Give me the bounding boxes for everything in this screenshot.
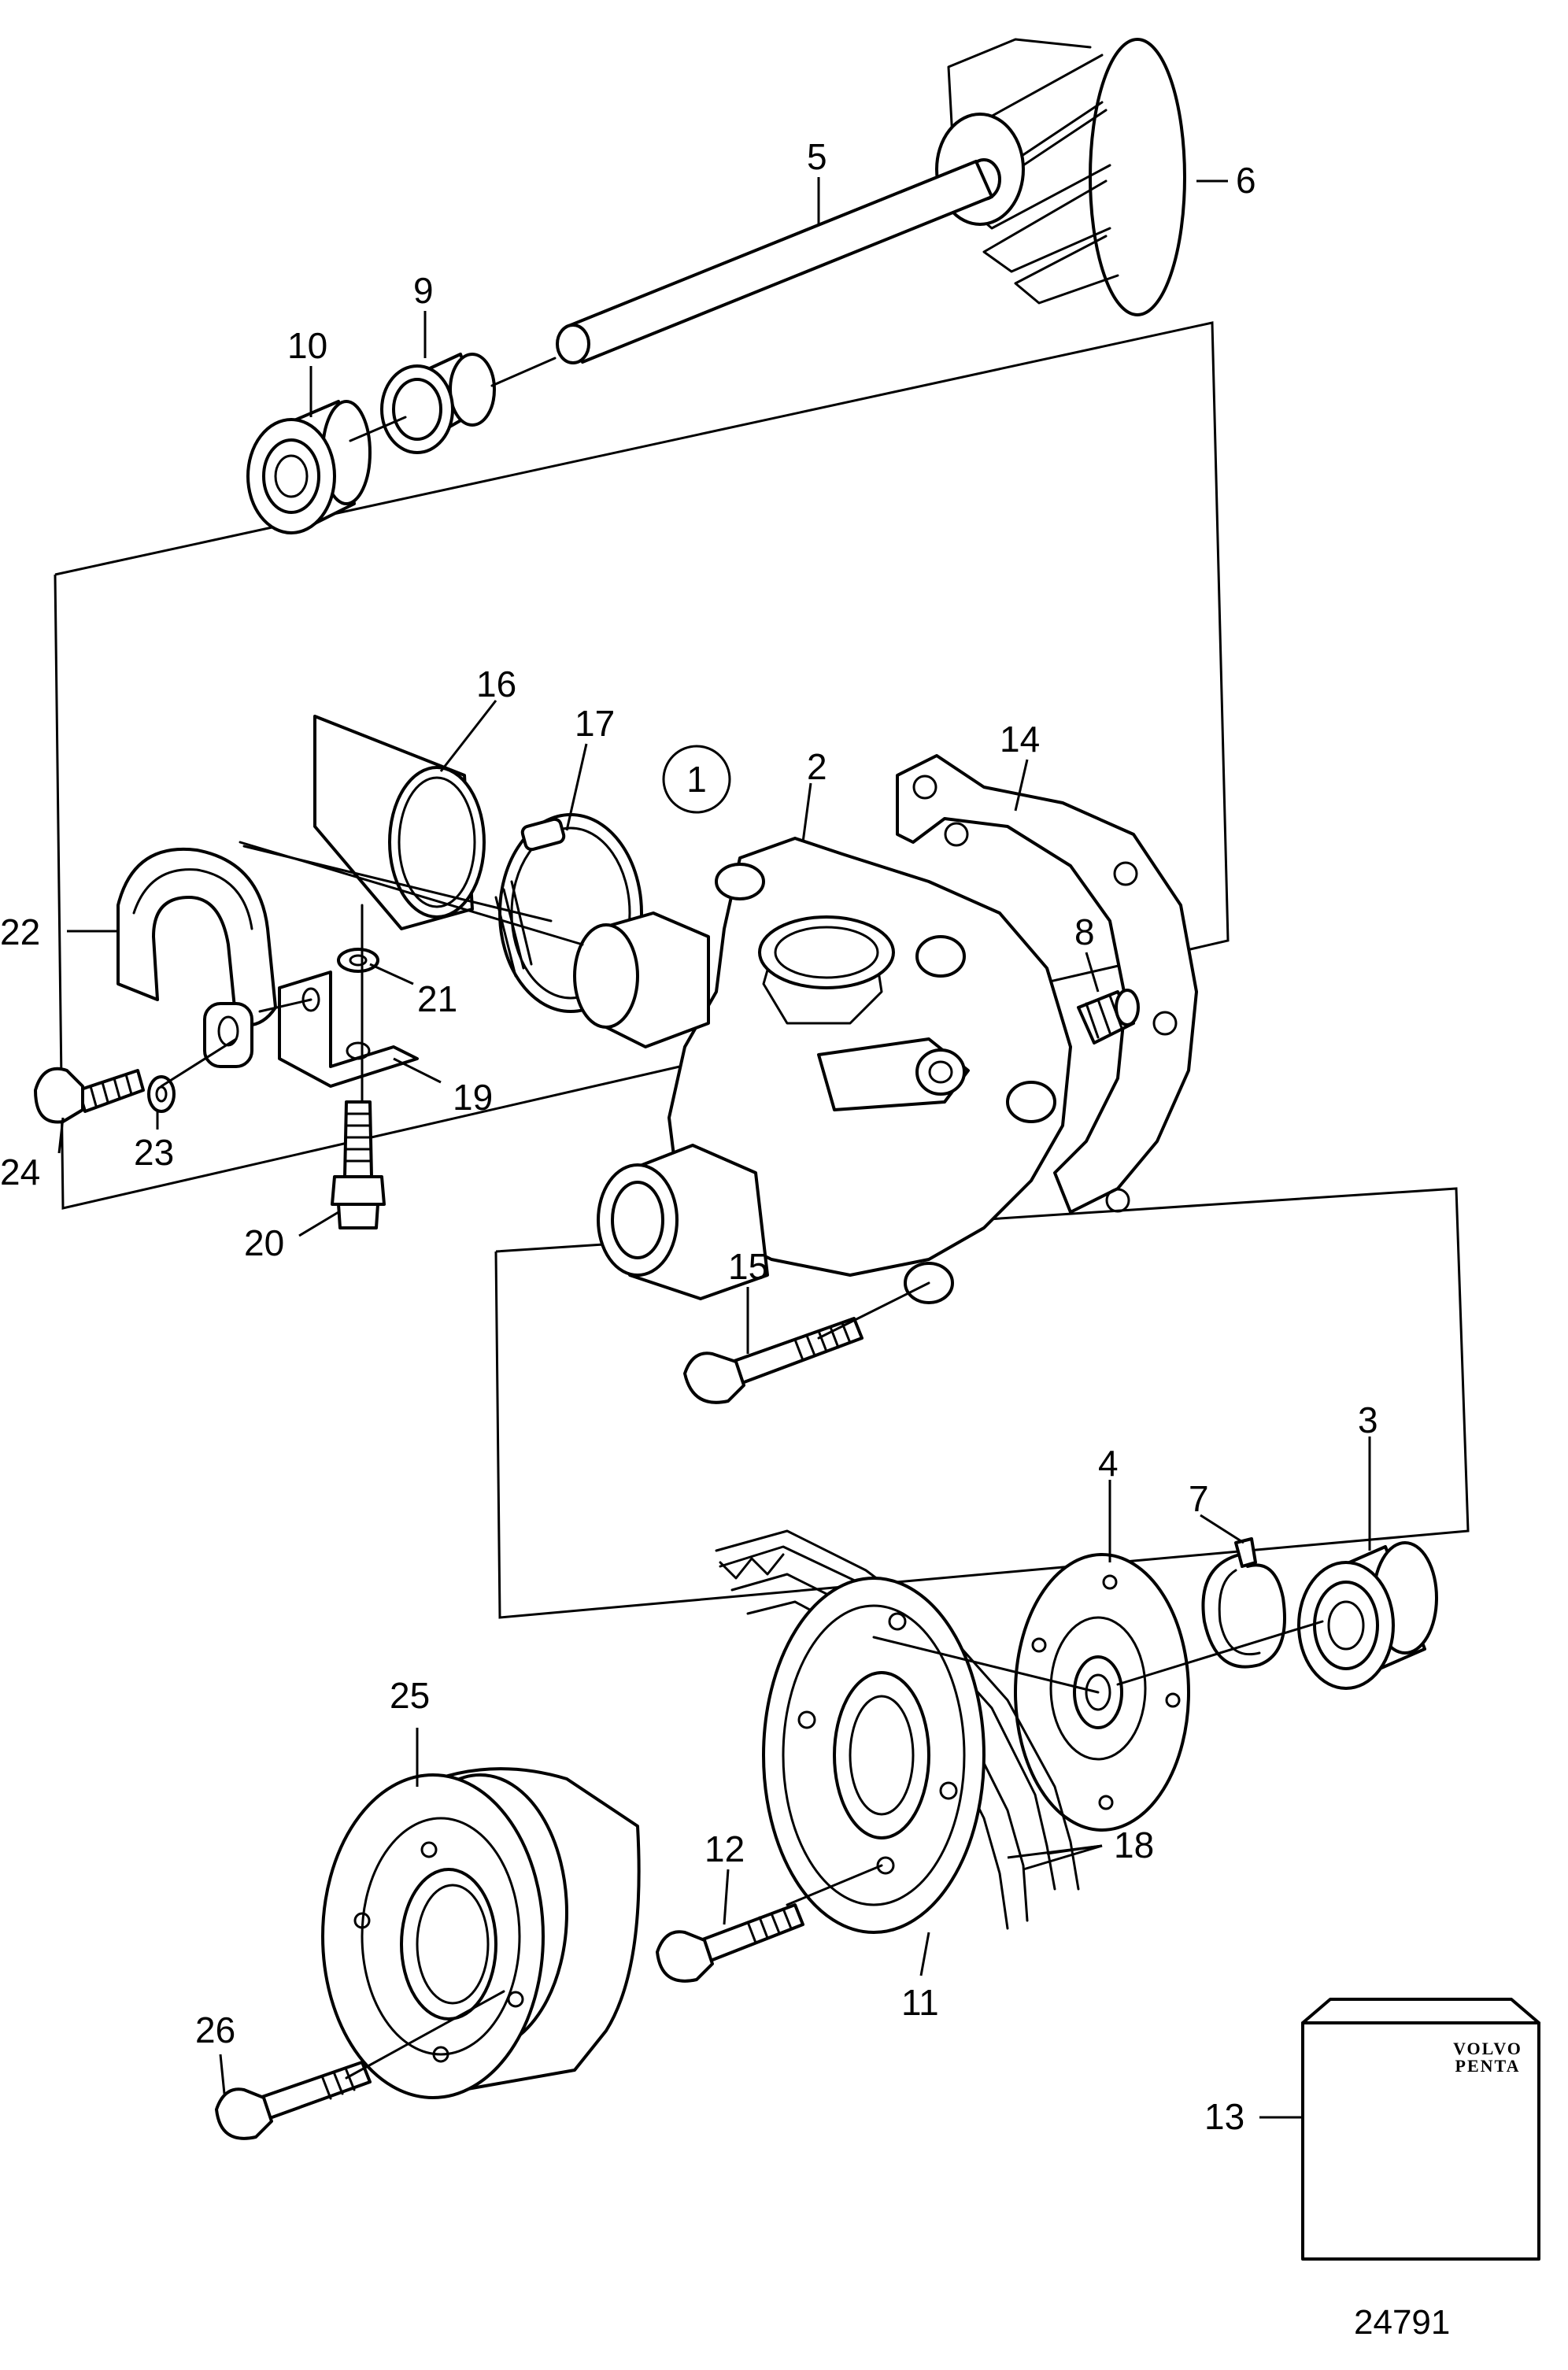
callout-16: 16 — [476, 664, 516, 704]
lower-group-frame — [494, 1187, 1470, 1619]
callout-14: 14 — [1000, 719, 1040, 760]
kit-brand-line1: VOLVO — [1453, 2039, 1522, 2058]
callout-21: 21 — [417, 978, 457, 1019]
bolt-12 — [656, 1903, 804, 1983]
callout-23: 23 — [134, 1132, 174, 1173]
callout-12: 12 — [704, 1828, 745, 1869]
shaft-seal — [380, 353, 496, 454]
callout-20: 20 — [244, 1222, 284, 1263]
group-marker-label: 1 — [686, 759, 707, 800]
callout-2: 2 — [807, 746, 827, 787]
group-marker: 1 — [662, 745, 731, 814]
washer-21 — [337, 948, 379, 973]
rubber-clip — [116, 847, 277, 1068]
water-pump-housing — [573, 837, 1072, 1304]
kit-brand-line2: PENTA — [1455, 2056, 1521, 2076]
callout-3: 3 — [1358, 1399, 1378, 1440]
bolt-26 — [215, 2061, 372, 2140]
callout-17: 17 — [575, 703, 615, 744]
pump-hub — [1014, 1553, 1190, 1832]
callout-5: 5 — [807, 136, 827, 177]
double-pulley — [321, 1767, 641, 2099]
pulley-bearing — [1297, 1541, 1438, 1690]
mounting-bracket — [278, 971, 419, 1088]
callout-6: 6 — [1236, 160, 1256, 201]
callout-8: 8 — [1074, 911, 1095, 952]
bolt-20 — [331, 1100, 386, 1229]
callout-15: 15 — [728, 1246, 768, 1287]
washer-23 — [147, 1075, 176, 1113]
callout-22: 22 — [0, 911, 40, 952]
assembly-axis-lines — [160, 357, 1324, 2080]
callout-10: 10 — [287, 325, 327, 366]
bolt-15 — [683, 1317, 864, 1404]
callout-9: 9 — [413, 270, 434, 311]
leader-lines — [57, 177, 1371, 2119]
bolt-24 — [34, 1067, 145, 1124]
pump-gasket — [896, 754, 1198, 1214]
coolant-hose — [313, 715, 486, 930]
pump-shaft — [556, 160, 993, 364]
gasket-kit-envelope: VOLVO PENTA — [1301, 1998, 1540, 2261]
callout-4: 4 — [1098, 1443, 1119, 1484]
callout-11: 11 — [901, 1982, 939, 2023]
callout-7: 7 — [1189, 1478, 1209, 1519]
upper-group-frame — [54, 321, 1230, 1210]
callout-25: 25 — [390, 1675, 430, 1716]
callout-19: 19 — [453, 1077, 493, 1118]
drain-plug — [1077, 989, 1140, 1045]
callout-18: 18 — [1114, 1825, 1154, 1865]
callout-24: 24 — [0, 1152, 40, 1192]
figure-number: 24791 — [1354, 2303, 1450, 2342]
hose-clamp — [494, 813, 643, 1013]
callout-26: 26 — [195, 2010, 235, 2050]
callout-labels: 2 3 4 5 6 7 8 9 10 11 12 13 14 15 16 17 … — [0, 136, 1378, 2137]
crank-pulley — [762, 1577, 986, 1934]
circlip — [1201, 1537, 1286, 1669]
callout-13: 13 — [1204, 2096, 1244, 2137]
shaft-bearing — [246, 400, 372, 534]
